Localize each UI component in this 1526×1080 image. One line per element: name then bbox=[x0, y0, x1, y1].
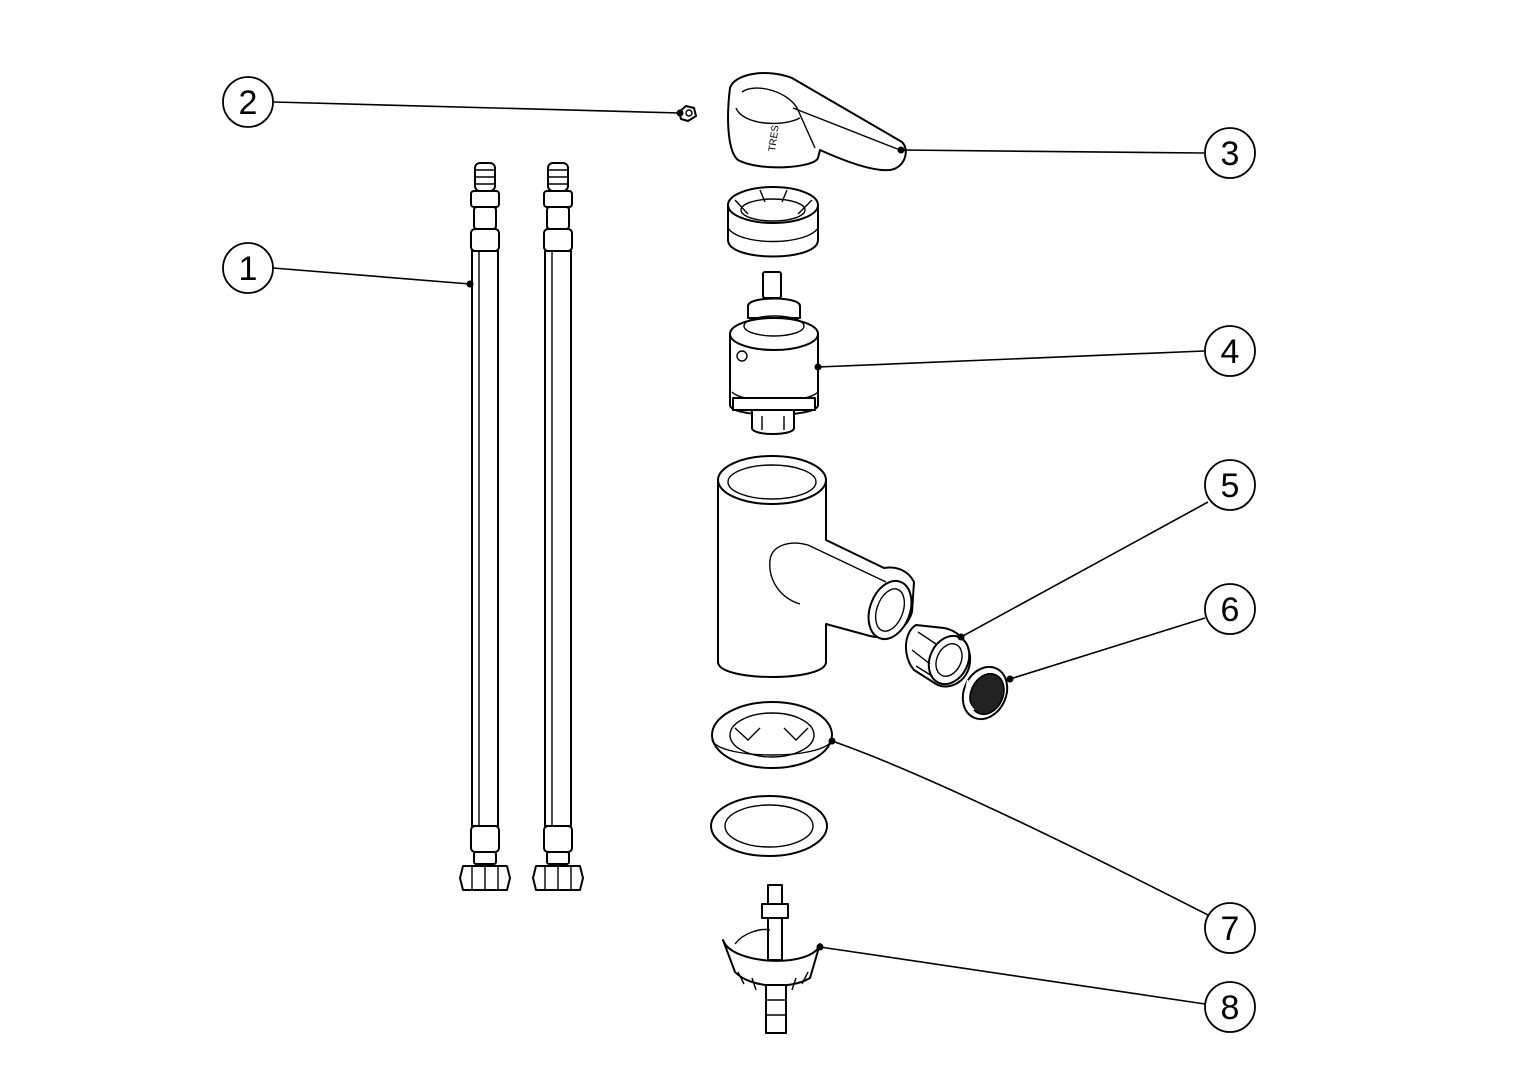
mounting-bracket bbox=[722, 884, 821, 1034]
callout-8: 8 bbox=[1204, 981, 1256, 1033]
callout-8-label: 8 bbox=[1221, 989, 1240, 1027]
leader-line-3 bbox=[900, 149, 1205, 154]
leader-line-6 bbox=[1009, 617, 1206, 680]
callout-3: 3 bbox=[1204, 127, 1256, 179]
cartridge-cap-ring bbox=[727, 186, 819, 258]
callout-4: 4 bbox=[1204, 325, 1256, 377]
leader-line-4 bbox=[817, 350, 1205, 368]
callout-1-label: 1 bbox=[239, 250, 258, 288]
cartridge bbox=[729, 271, 819, 435]
leader-line-8 bbox=[819, 946, 1206, 1005]
leader-line-1 bbox=[272, 267, 471, 285]
leader-line-5 bbox=[960, 501, 1209, 638]
callout-6: 6 bbox=[1204, 583, 1256, 635]
handle-stamp-text: TRES bbox=[767, 124, 782, 152]
callout-7: 7 bbox=[1204, 902, 1256, 954]
flow-straightener bbox=[905, 624, 972, 688]
callout-3-label: 3 bbox=[1221, 135, 1240, 173]
aerator bbox=[961, 665, 1009, 721]
callout-5: 5 bbox=[1204, 459, 1256, 511]
callout-5-label: 5 bbox=[1221, 467, 1240, 505]
flexible-hose-right bbox=[532, 162, 584, 891]
leader-line-7 bbox=[831, 740, 1209, 916]
leader-lines bbox=[272, 101, 1209, 1005]
callout-7-label: 7 bbox=[1221, 910, 1240, 948]
base-gasket bbox=[710, 795, 828, 857]
lever-handle: TRES bbox=[727, 72, 907, 172]
callout-2: 2 bbox=[222, 76, 274, 128]
mixer-body bbox=[717, 455, 915, 678]
callout-1: 1 bbox=[222, 242, 274, 294]
callout-2-label: 2 bbox=[239, 84, 258, 122]
callout-4-label: 4 bbox=[1221, 333, 1240, 371]
base-ring bbox=[711, 701, 833, 769]
leader-line-2 bbox=[273, 101, 681, 114]
callout-6-label: 6 bbox=[1221, 591, 1240, 629]
flexible-hose-left bbox=[459, 162, 511, 891]
set-screw bbox=[678, 105, 697, 122]
